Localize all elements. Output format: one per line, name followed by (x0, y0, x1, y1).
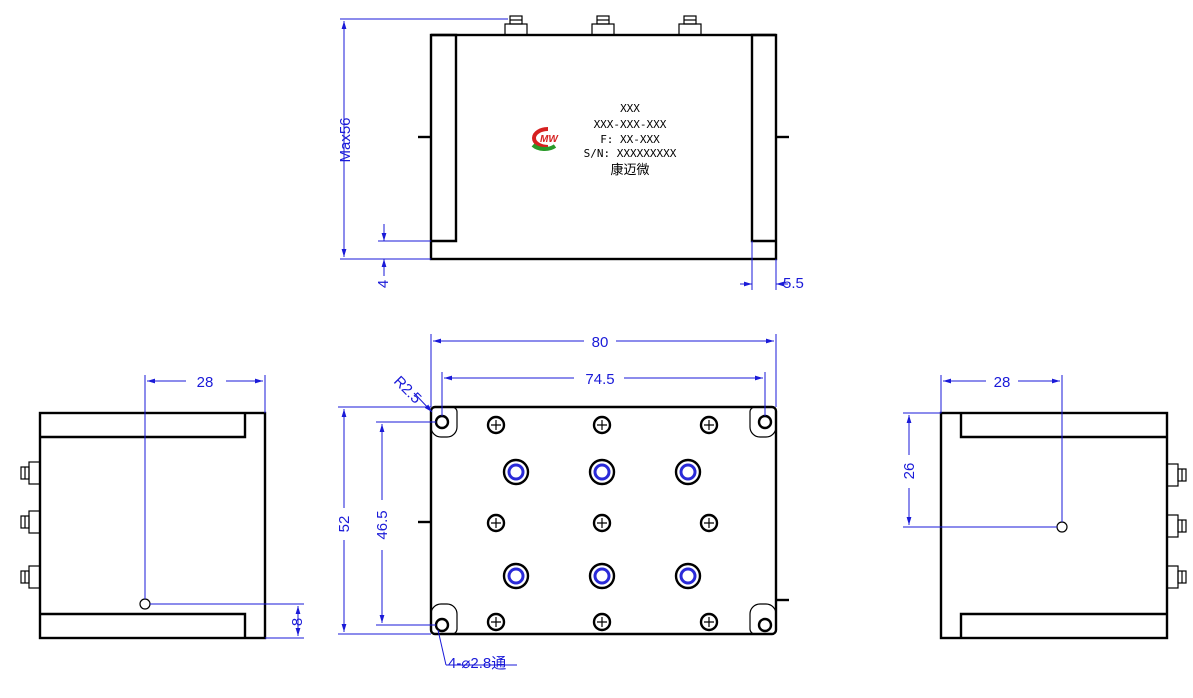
right-side-connector-2 (1166, 514, 1187, 538)
screw-row-1 (486, 415, 719, 435)
plan-view: 80 74.5 R2.5 52 46.5 (336, 334, 789, 672)
mount-hole-bottom-left (430, 603, 458, 635)
dim-corner-radius: R2.5 (390, 373, 433, 413)
dim-max-height-label: Max56 (337, 117, 354, 162)
left-side-port-circle (139, 598, 151, 610)
dim-right-connector-height-label: 26 (901, 463, 918, 480)
dim-hole-spacing-x: 74.5 (441, 371, 766, 416)
dim-flange-height: 4 (375, 224, 431, 288)
logo-text: MW (540, 134, 559, 145)
dim-overall-width: 80 (430, 334, 777, 407)
screw-icon (486, 513, 506, 533)
screw-icon (699, 513, 719, 533)
tuning-nut-icon (502, 562, 530, 590)
left-top-flange (40, 413, 247, 439)
mount-hole-top-right (749, 406, 777, 438)
dim-mount-holes-label: 4-⌀2.8通 (448, 655, 506, 672)
front-view: MW XXX XXX-XXX-XXX F: XX-XXX S/N: XXXXXX… (337, 15, 804, 292)
top-connector-2 (591, 15, 615, 36)
dim-corner-radius-label: R2.5 (390, 373, 424, 407)
top-connector-3 (678, 15, 702, 36)
top-connector-1 (504, 15, 528, 36)
dim-right-connector-offset-label: 28 (994, 374, 1011, 391)
company-logo: MW (531, 127, 559, 151)
dim-mount-holes: 4-⌀2.8通 (437, 629, 517, 672)
dim-hole-spacing-y: 46.5 (374, 421, 436, 626)
left-side-connector-1 (20, 461, 41, 485)
label-line-1: XXX (620, 102, 640, 115)
dim-left-connector-offset: 28 (144, 374, 266, 599)
dim-left-connector-height-label: 8 (289, 618, 306, 626)
right-top-flange (959, 413, 1167, 439)
tuning-nut-icon (674, 562, 702, 590)
dim-overall-width-label: 80 (592, 334, 609, 351)
tuning-nut-icon (588, 458, 616, 486)
tuning-nut-icon (674, 458, 702, 486)
right-body-outline (939, 411, 1169, 640)
screw-icon (592, 513, 612, 533)
dim-right-connector-height: 26 (901, 412, 1057, 528)
dim-overall-depth-label: 52 (336, 516, 353, 533)
screw-icon (699, 612, 719, 632)
dim-flange-width-label: 5.5 (783, 275, 804, 292)
right-bottom-flange (959, 612, 1167, 638)
right-side-view: 28 26 (901, 374, 1187, 640)
dim-hole-spacing-y-label: 46.5 (374, 510, 391, 539)
label-line-4: S/N: XXXXXXXXX (584, 147, 677, 160)
left-side-view: 28 8 (20, 374, 306, 640)
left-side-connector-3 (20, 565, 41, 589)
dim-left-connector-offset-label: 28 (197, 374, 214, 391)
tuning-nut-icon (502, 458, 530, 486)
screw-row-2 (486, 513, 719, 533)
left-flange (431, 33, 458, 243)
tuning-nut-icon (588, 562, 616, 590)
dim-overall-depth: 52 (336, 406, 431, 635)
dim-flange-width: 5.5 (740, 241, 804, 292)
plan-body-outline (429, 405, 778, 636)
right-side-port-circle (1056, 521, 1068, 533)
screw-icon (486, 415, 506, 435)
screw-icon (592, 612, 612, 632)
right-side-connector-1 (1166, 463, 1187, 487)
dim-max-height: Max56 (337, 18, 508, 260)
right-flange (750, 33, 776, 243)
dim-hole-spacing-x-label: 74.5 (585, 371, 614, 388)
screw-icon (486, 612, 506, 632)
label-line-5: 康迈微 (610, 162, 649, 178)
right-side-connector-3 (1166, 565, 1187, 589)
screw-icon (699, 415, 719, 435)
dim-left-connector-height: 8 (150, 603, 306, 639)
dim-flange-height-label: 4 (375, 280, 392, 288)
tuning-nut-row-2 (502, 562, 702, 590)
left-bottom-flange (40, 612, 247, 638)
label-line-2: XXX-XXX-XXX (594, 118, 667, 131)
mount-hole-bottom-right (749, 603, 777, 635)
tuning-nut-row-1 (502, 458, 702, 486)
screw-row-3 (486, 612, 719, 632)
dim-right-connector-offset: 28 (940, 374, 1063, 522)
left-side-connector-2 (20, 510, 41, 534)
screw-icon (592, 415, 612, 435)
label-line-3: F: XX-XXX (600, 133, 660, 146)
